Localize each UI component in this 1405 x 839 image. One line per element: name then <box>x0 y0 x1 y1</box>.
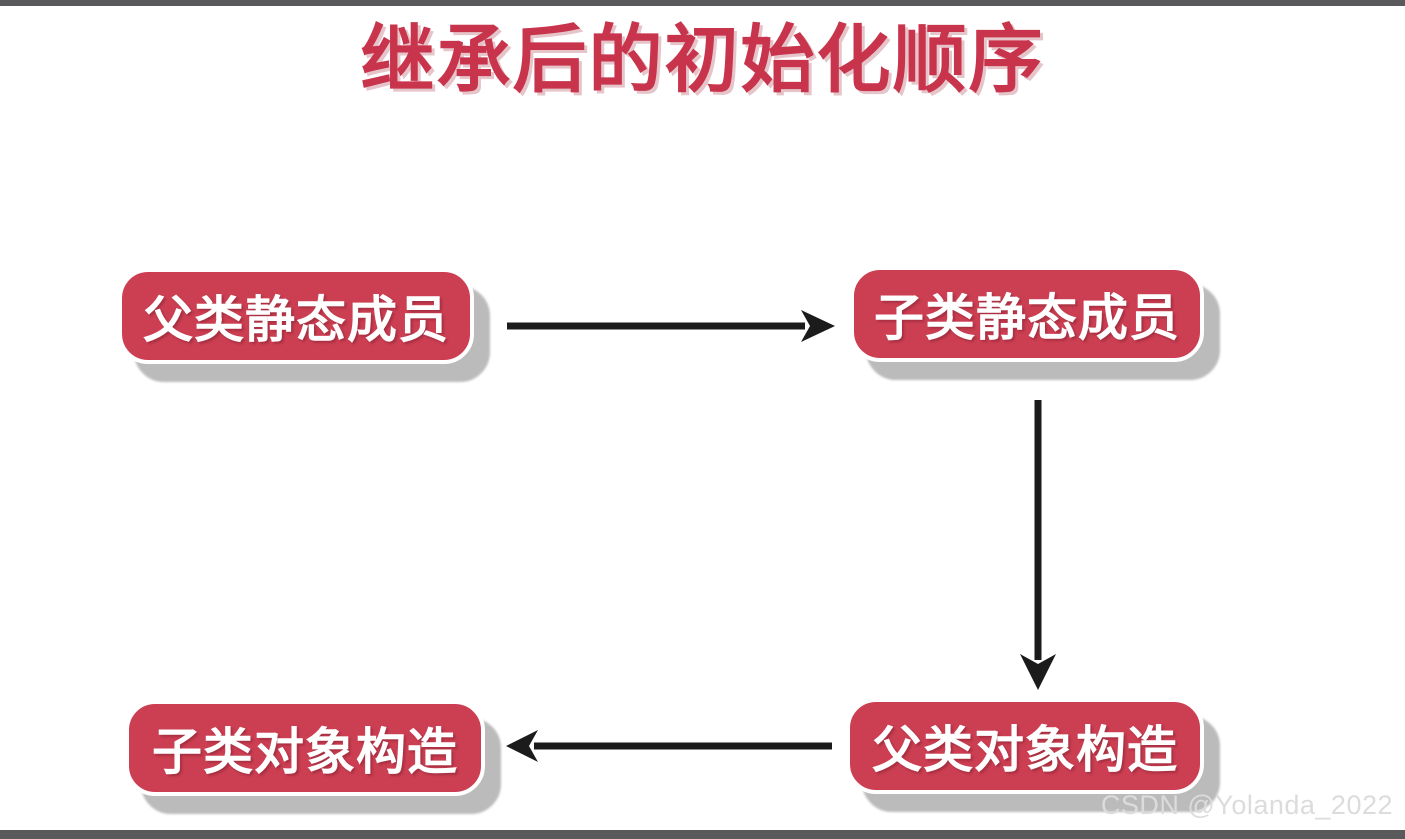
top-frame-bar <box>0 0 1405 6</box>
bottom-frame-bar <box>0 830 1405 839</box>
node-parent-static-label: 父类静态成员 <box>143 291 449 349</box>
watermark: CSDN @Yolanda_2022 <box>1100 790 1393 820</box>
node-child-object-label: 子类对象构造 <box>152 723 458 781</box>
arrow-right-icon <box>507 310 835 342</box>
node-parent-static[interactable]: 父类静态成员 <box>118 268 474 364</box>
page-title: 继承后的初始化顺序 <box>360 17 1045 103</box>
node-child-static[interactable]: 子类静态成员 <box>850 266 1204 362</box>
node-child-static-label: 子类静态成员 <box>874 289 1180 347</box>
node-child-object[interactable]: 子类对象构造 <box>125 700 485 796</box>
node-parent-object[interactable]: 父类对象构造 <box>846 698 1204 794</box>
arrow-left-icon <box>506 730 832 762</box>
arrow-down-icon <box>1020 400 1056 690</box>
node-parent-object-label: 父类对象构造 <box>872 721 1178 779</box>
